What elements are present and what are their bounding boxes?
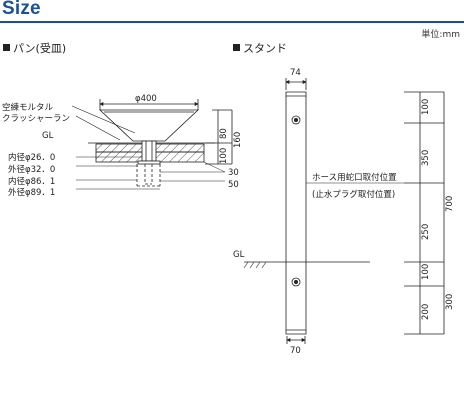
page-title: Size (2, 0, 41, 19)
stand-top-width: 74 (290, 68, 301, 78)
mortar-label: 空練モルタル (2, 102, 54, 113)
dim-100: 100 (219, 148, 229, 164)
dim-50: 50 (228, 180, 239, 190)
dim-250: 250 (421, 224, 431, 240)
dim-350: 350 (421, 150, 431, 166)
faucet-hole-upper (291, 115, 301, 125)
stand-labels: 74 70 GL ホース用蛇口取付位置 (止水プラグ取付位置) 100 350 … (233, 68, 455, 356)
inner-26-label: 内径φ26．0 (8, 152, 55, 163)
square-bullet-icon (233, 44, 240, 51)
dim-200: 200 (421, 304, 431, 320)
pan-heading: パン(受皿) (3, 40, 66, 56)
unit-note: 単位:mm (421, 30, 460, 40)
pan-diameter-label: φ400 (135, 94, 157, 104)
stand-heading: スタンド (233, 40, 287, 56)
stand-post (285, 91, 307, 335)
dim-300: 300 (445, 294, 455, 310)
outer-32-label: 外径φ32．0 (8, 164, 55, 175)
pan-labels: φ400 空練モルタル クラッシャーラン GL 内径φ26．0 外径φ32．0 … (2, 94, 243, 198)
header: Size (0, 0, 464, 23)
dim-100-top: 100 (421, 99, 431, 115)
dim-100-bottom: 100 (421, 264, 431, 280)
dim-160: 160 (233, 132, 243, 148)
square-bullet-icon (3, 44, 10, 51)
faucet-hole-lower (291, 277, 301, 287)
stand-heading-text: スタンド (243, 42, 287, 55)
outer-89-label: 外径φ89．1 (8, 187, 55, 198)
dim-700: 700 (445, 196, 455, 212)
crusher-label: クラッシャーラン (2, 114, 70, 124)
stand-gl-label: GL (233, 250, 245, 260)
pan-drawing (71, 99, 233, 190)
pan-heading-text: パン(受皿) (13, 42, 67, 55)
stand-drawing (243, 78, 445, 344)
stand-note-plug: (止水プラグ取付位置) (312, 189, 395, 200)
dim-80: 80 (219, 128, 229, 139)
pan-bowl (98, 109, 200, 142)
stand-note-faucet: ホース用蛇口取付位置 (312, 172, 397, 183)
stand-bottom-width: 70 (290, 346, 301, 356)
inner-86-label: 内径φ86．1 (8, 176, 55, 187)
title-rule (0, 21, 464, 23)
dim-30: 30 (228, 168, 239, 178)
pan-gl-label: GL (42, 131, 54, 141)
